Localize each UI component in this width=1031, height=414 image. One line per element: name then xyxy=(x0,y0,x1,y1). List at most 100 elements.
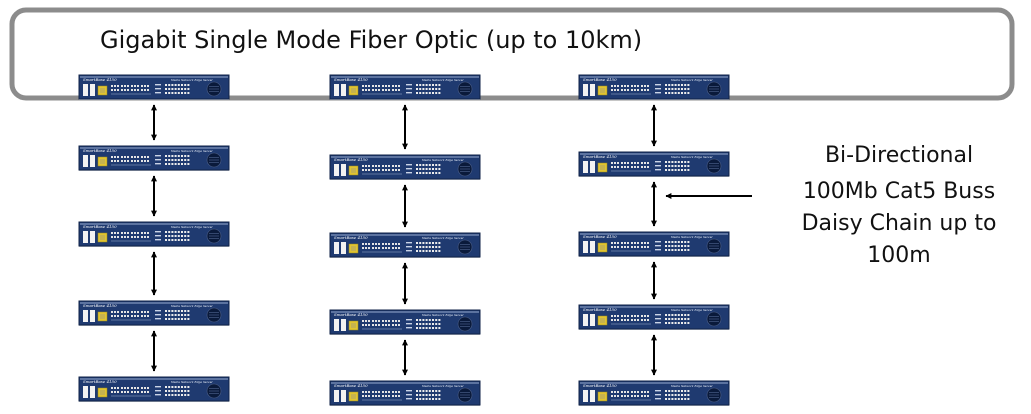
unit-port-module xyxy=(90,310,95,322)
unit-led xyxy=(362,169,364,171)
unit-led xyxy=(611,166,613,168)
unit-matrix-led xyxy=(184,390,187,392)
unit-led xyxy=(375,85,377,87)
unit-led xyxy=(614,162,616,164)
unit-matrix-led xyxy=(168,84,171,86)
unit-led xyxy=(372,89,374,91)
unit-led xyxy=(134,315,136,317)
unit-matrix-led xyxy=(187,386,190,388)
unit-led xyxy=(372,165,374,167)
unit-matrix-led xyxy=(668,84,671,86)
unit-matrix-led xyxy=(174,84,177,86)
unit-matrix-led xyxy=(184,235,187,237)
unit-led xyxy=(631,319,633,321)
unit-top-highlight xyxy=(80,147,228,149)
unit-led xyxy=(372,169,374,171)
unit-port-module xyxy=(583,390,588,402)
unit-led xyxy=(382,169,384,171)
unit-matrix-led xyxy=(432,398,434,400)
unit-led xyxy=(624,166,626,168)
unit-led xyxy=(617,315,619,317)
unit-led xyxy=(388,324,390,326)
unit-led xyxy=(634,89,636,91)
unit-led xyxy=(378,243,380,245)
unit-top-highlight xyxy=(580,382,728,384)
unit-led xyxy=(124,315,126,317)
unit-led xyxy=(388,395,390,397)
unit-matrix-led xyxy=(674,161,677,163)
unit-led xyxy=(641,246,643,248)
unit-matrix-led xyxy=(416,319,418,321)
unit-led xyxy=(617,246,619,248)
unit-info-line xyxy=(406,172,412,174)
unit-matrix-led xyxy=(419,327,422,329)
unit-led xyxy=(124,160,126,162)
unit-info-line xyxy=(155,84,161,86)
unit-yellow-port xyxy=(600,318,605,323)
unit-matrix-led xyxy=(187,155,190,157)
unit-matrix-led xyxy=(674,169,677,171)
unit-led xyxy=(614,246,616,248)
unit-matrix-led xyxy=(671,241,674,243)
unit-matrix-led xyxy=(419,92,422,94)
unit-led xyxy=(365,169,367,171)
unit-matrix-led xyxy=(171,163,174,165)
unit-led xyxy=(385,324,387,326)
unit-port-module xyxy=(334,84,339,96)
unit-matrix-led xyxy=(171,155,174,157)
unit-yellow-port xyxy=(100,314,105,319)
unit-led xyxy=(385,395,387,397)
unit-led xyxy=(382,85,384,87)
unit-matrix-led xyxy=(665,161,667,163)
unit-matrix-led xyxy=(432,319,434,321)
unit-led xyxy=(362,243,364,245)
unit-matrix-led xyxy=(168,239,171,241)
unit-led xyxy=(117,156,119,158)
unit-led xyxy=(124,391,126,393)
unit-led xyxy=(362,395,364,397)
unit-matrix-led xyxy=(428,172,431,174)
unit-matrix-led xyxy=(416,398,418,400)
unit-led xyxy=(127,89,129,91)
unit-led xyxy=(617,319,619,321)
unit-led xyxy=(647,319,649,321)
unit-led xyxy=(365,320,367,322)
unit-port-module xyxy=(334,164,339,176)
unit-matrix-led xyxy=(177,239,180,241)
unit-matrix-led xyxy=(668,394,671,396)
unit-led xyxy=(392,243,394,245)
unit-matrix-led xyxy=(168,386,171,388)
unit-matrix-led xyxy=(171,92,174,94)
unit-led xyxy=(378,391,380,393)
unit-matrix-led xyxy=(665,88,667,90)
unit-tagline-label: Media Network Edge Server xyxy=(171,225,214,229)
unit-info-line xyxy=(406,250,412,252)
unit-port-module xyxy=(590,161,595,173)
unit-led xyxy=(624,162,626,164)
unit-yellow-port xyxy=(600,394,605,399)
unit-led xyxy=(627,246,629,248)
unit-matrix-led xyxy=(668,398,671,400)
unit-matrix-led xyxy=(677,390,680,392)
unit-led xyxy=(637,391,639,393)
unit-info-line xyxy=(155,155,161,157)
unit-led xyxy=(362,89,364,91)
unit-led xyxy=(378,247,380,249)
unit-led xyxy=(398,320,400,322)
unit-led xyxy=(392,324,394,326)
unit-matrix-led xyxy=(435,390,438,392)
unit-matrix-led xyxy=(438,390,441,392)
unit-matrix-led xyxy=(416,327,418,329)
unit-led xyxy=(141,85,143,87)
unit-matrix-led xyxy=(438,164,441,166)
unit-info-line xyxy=(655,390,661,392)
unit-matrix-led xyxy=(432,92,434,94)
unit-info-line xyxy=(406,319,412,321)
unit-led xyxy=(395,320,397,322)
unit-port-module xyxy=(83,231,88,243)
unit-led xyxy=(382,243,384,245)
